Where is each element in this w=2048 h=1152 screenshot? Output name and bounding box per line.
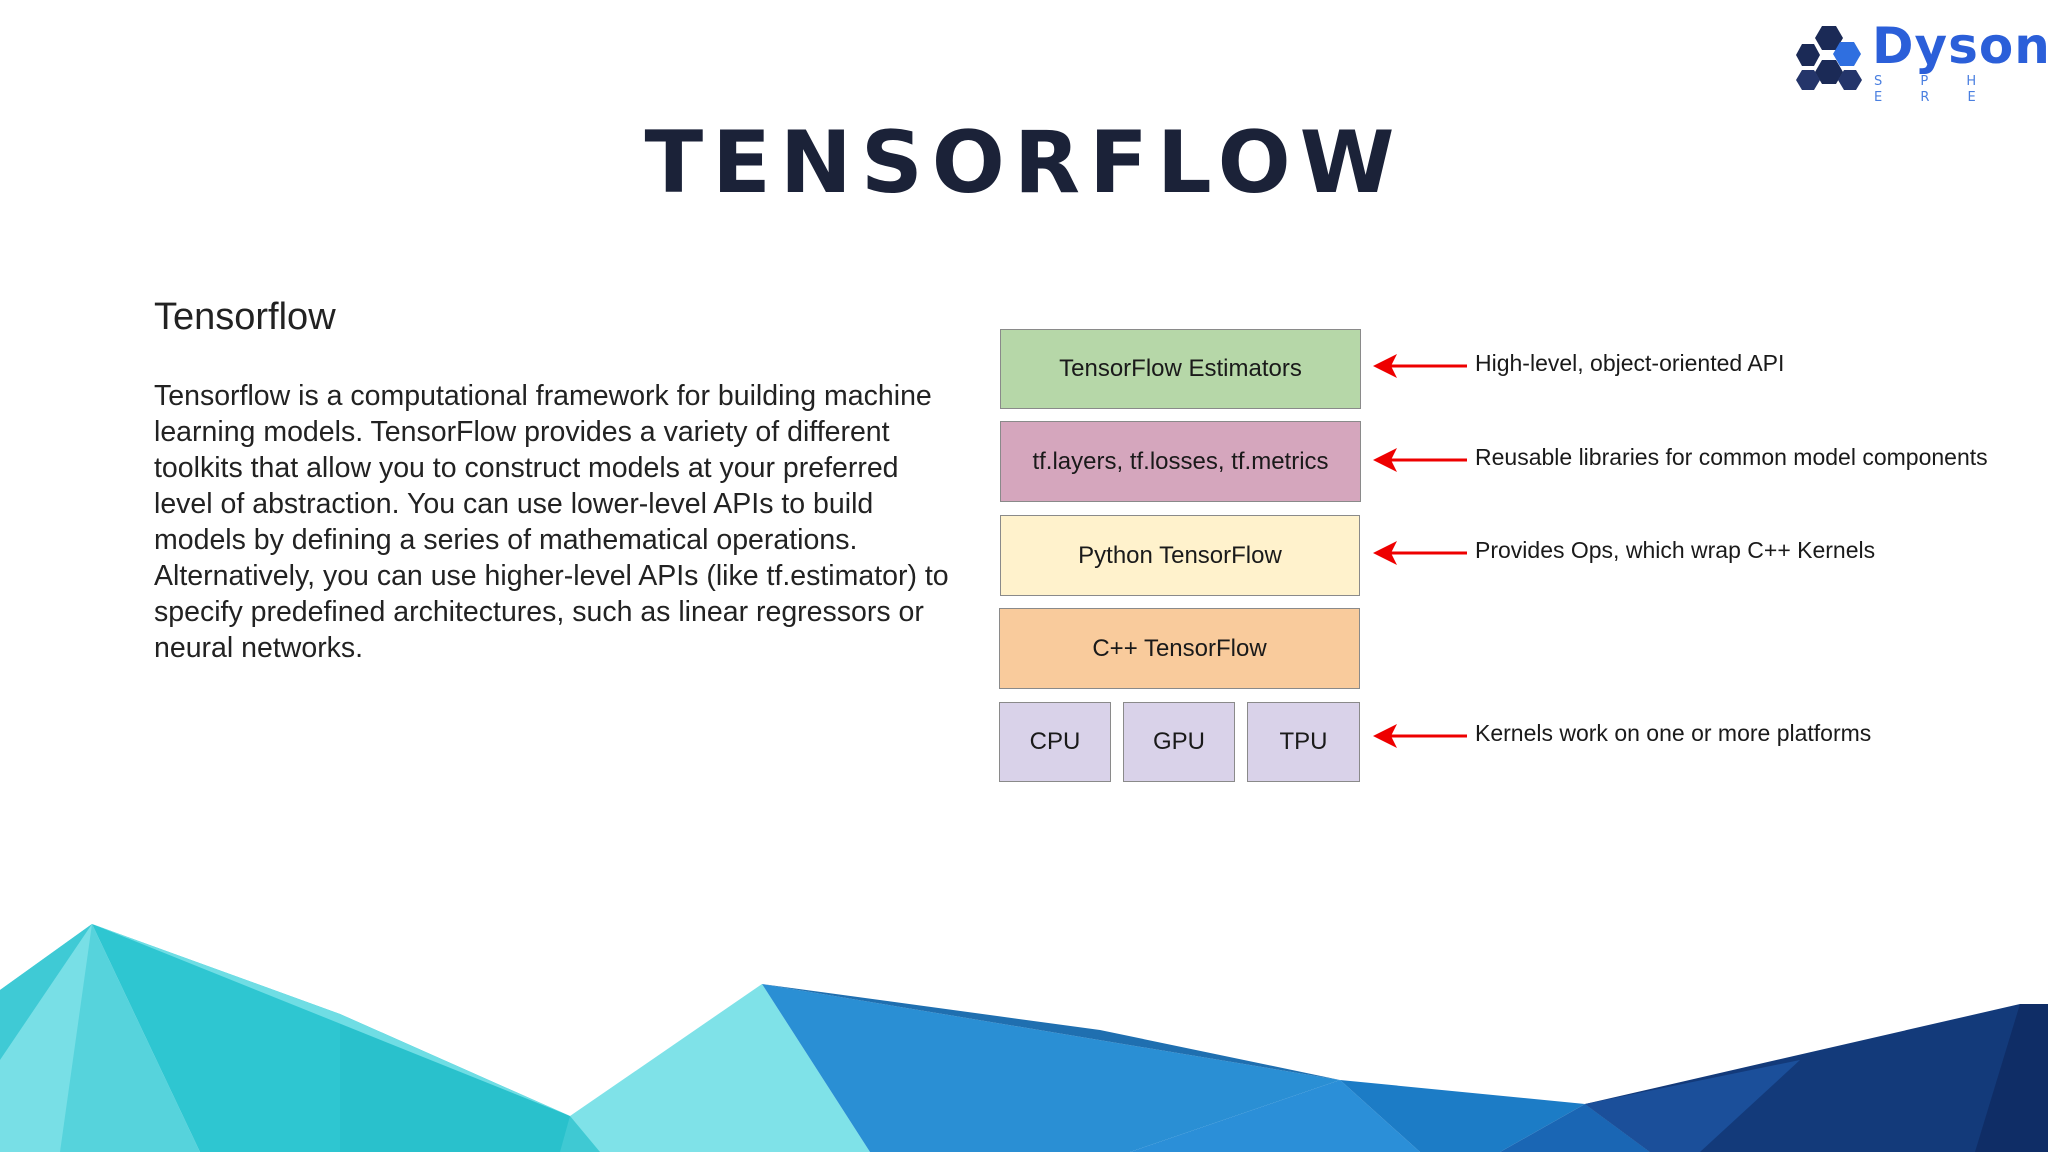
slide-title: TENSORFLOW bbox=[644, 113, 1404, 213]
platform-tpu: TPU bbox=[1247, 702, 1360, 782]
sphere-hexagon-icon bbox=[1796, 26, 1862, 90]
layer-cpp-tensorflow: C++ TensorFlow bbox=[999, 608, 1360, 689]
layer-libraries: tf.layers, tf.losses, tf.metrics bbox=[1000, 421, 1361, 502]
decorative-polygon-background bbox=[0, 924, 2048, 1152]
section-body: Tensorflow is a computational framework … bbox=[154, 380, 949, 664]
platform-gpu: GPU bbox=[1123, 702, 1235, 782]
layer-python-tensorflow: Python TensorFlow bbox=[1000, 515, 1360, 596]
layer-estimators: TensorFlow Estimators bbox=[1000, 329, 1361, 409]
platform-cpu: CPU bbox=[999, 702, 1111, 782]
logo-wordmark: Dyson bbox=[1872, 17, 2048, 75]
dyson-sphere-logo: Dyson S P H E R E bbox=[1790, 18, 2048, 105]
annotation-reusable-libraries: Reusable libraries for common model comp… bbox=[1475, 444, 1988, 470]
annotation-provides-ops: Provides Ops, which wrap C++ Kernels bbox=[1475, 537, 1876, 563]
arrow-left-icon bbox=[1373, 354, 1467, 378]
annotation-kernels: Kernels work on one or more platforms bbox=[1475, 720, 1872, 746]
arrow-left-icon bbox=[1373, 724, 1467, 748]
arrow-left-icon bbox=[1373, 448, 1467, 472]
section-heading: Tensorflow bbox=[154, 296, 336, 338]
logo-tagline: S P H E R E bbox=[1874, 74, 1994, 105]
arrow-left-icon bbox=[1373, 541, 1467, 565]
annotation-high-level-api: High-level, object-oriented API bbox=[1475, 350, 1785, 376]
